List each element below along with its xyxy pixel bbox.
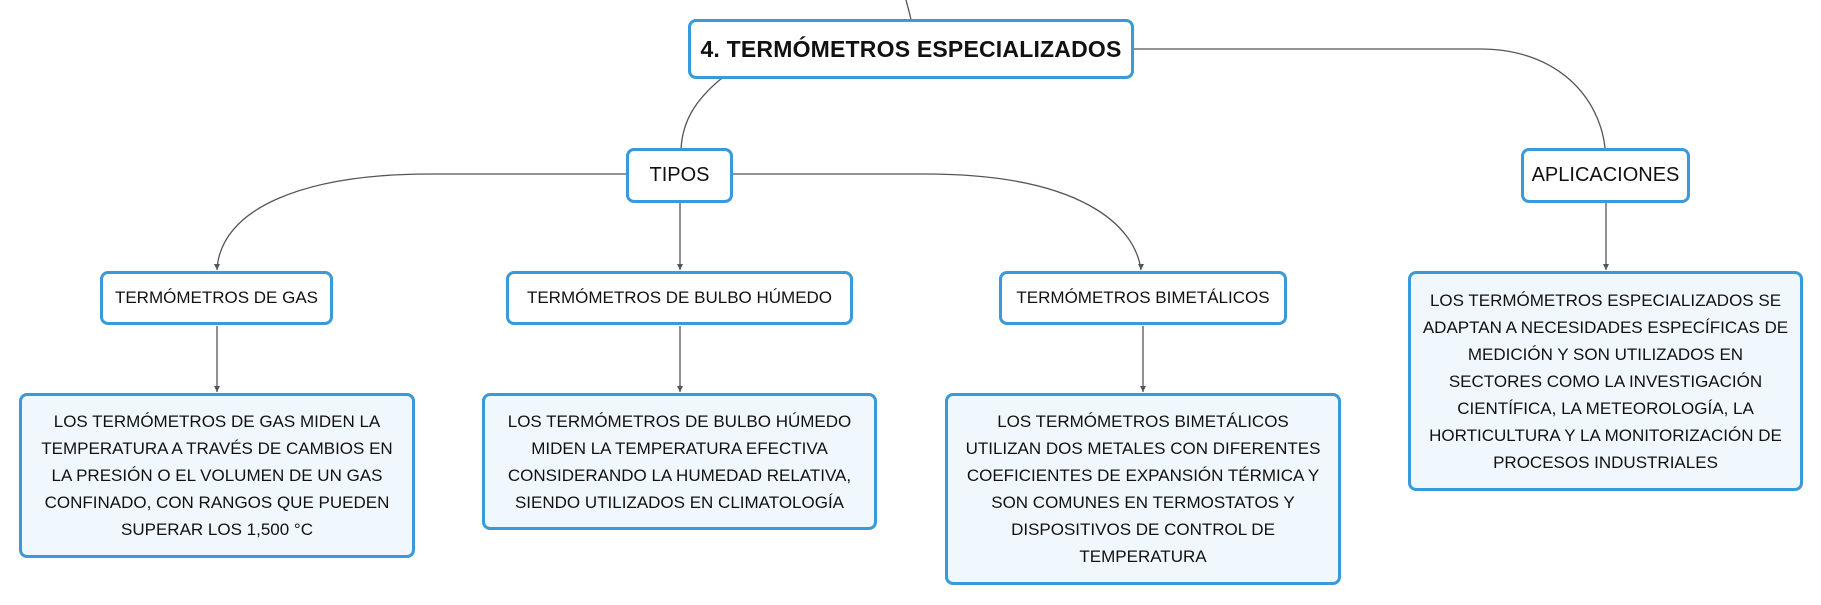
connector-tipos-to-bimetalicos [733,173,1142,271]
root-node-label: 4. TERMÓMETROS ESPECIALIZADOS [700,35,1122,62]
description-bimetalicos[interactable]: LOS TERMÓMETROS BIMETÁLICOS UTILIZAN DOS… [945,393,1341,585]
connector-root-to-aplicaciones [1133,48,1606,149]
connector-root-to-tipos [680,77,723,151]
description-bulbo-humedo[interactable]: LOS TERMÓMETROS DE BULBO HÚMEDO MIDEN LA… [482,393,877,530]
root-node[interactable]: 4. TERMÓMETROS ESPECIALIZADOS [688,19,1134,79]
description-gas-text: LOS TERMÓMETROS DE GAS MIDEN LA TEMPERAT… [41,412,393,539]
description-aplicaciones-text: LOS TERMÓMETROS ESPECIALIZADOS SE ADAPTA… [1422,290,1789,472]
arrowhead-bimetalicos-desc [1140,386,1146,392]
arrowhead-bulbo [677,264,683,270]
arrowhead-bulbo-desc [677,386,683,392]
arrowhead-gas [214,264,220,270]
type-node-bulbo-humedo[interactable]: TERMÓMETROS DE BULBO HÚMEDO [506,271,853,325]
description-gas[interactable]: LOS TERMÓMETROS DE GAS MIDEN LA TEMPERAT… [19,393,415,558]
tipos-node-label: TIPOS [649,164,710,186]
aplicaciones-node-label: APLICACIONES [1531,164,1680,186]
description-bulbo-humedo-text: LOS TERMÓMETROS DE BULBO HÚMEDO MIDEN LA… [507,411,852,512]
description-bimetalicos-text: LOS TERMÓMETROS BIMETÁLICOS UTILIZAN DOS… [965,412,1321,566]
arrowhead-gas-desc [214,386,220,392]
type-node-bimetalicos[interactable]: TERMÓMETROS BIMETÁLICOS [999,271,1287,325]
description-aplicaciones[interactable]: LOS TERMÓMETROS ESPECIALIZADOS SE ADAPTA… [1408,271,1803,491]
aplicaciones-node[interactable]: APLICACIONES [1521,148,1690,203]
type-node-bulbo-humedo-label: TERMÓMETROS DE BULBO HÚMEDO [526,288,833,307]
type-node-gas[interactable]: TERMÓMETROS DE GAS [100,271,333,325]
connector-tipos-to-gas [216,173,628,271]
tipos-node[interactable]: TIPOS [626,148,733,203]
type-node-bimetalicos-label: TERMÓMETROS BIMETÁLICOS [1016,288,1270,307]
arrowhead-bimetalicos [1138,264,1144,270]
arrowhead-aplicaciones-desc [1603,264,1609,270]
type-node-gas-label: TERMÓMETROS DE GAS [114,288,319,307]
connector-parent-to-root [905,0,912,21]
